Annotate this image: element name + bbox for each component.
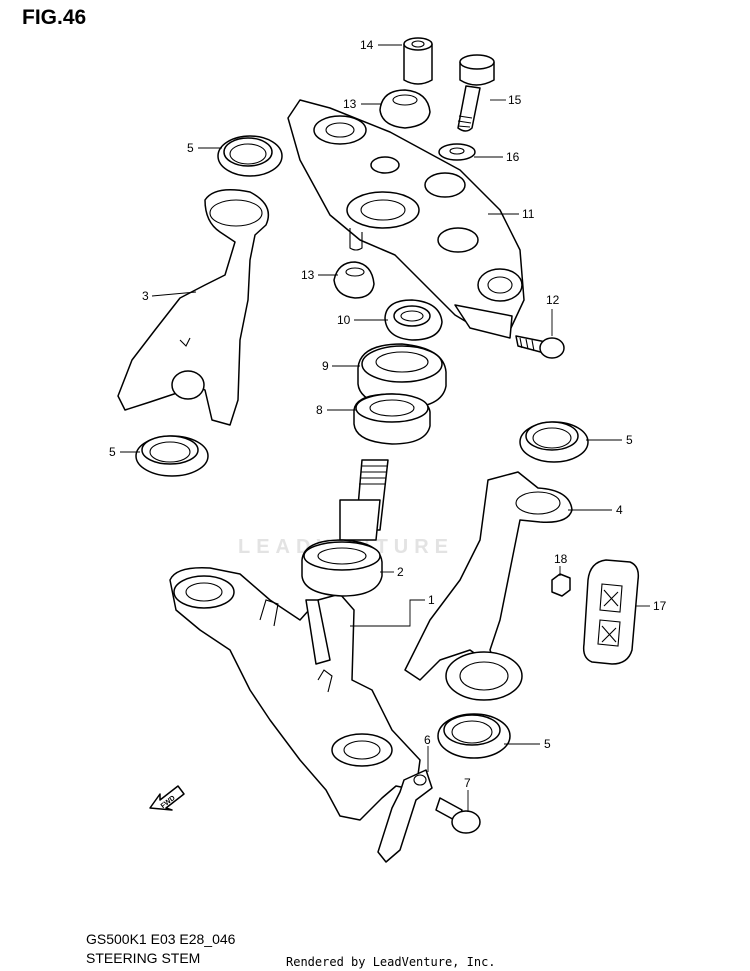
model-code: GS500K1 E03 E28_046 [86,931,236,947]
part-13-cap-upper[interactable] [379,89,431,129]
part-5-seal-mid-left[interactable] [135,435,209,477]
part-16-washer[interactable] [438,143,476,161]
callout-5-lower-right: 5 [544,737,551,751]
callout-9: 9 [322,359,329,373]
callout-14: 14 [360,38,374,52]
callout-4: 4 [616,503,623,517]
callout-1: 1 [428,593,435,607]
part-3-bracket-left[interactable] [117,189,270,426]
callout-12: 12 [546,293,560,307]
callout-7: 7 [464,776,471,790]
leader-lines [120,44,650,812]
callout-8: 8 [316,403,323,417]
callout-13-upper: 13 [343,97,357,111]
part-9-dust-cover[interactable] [357,343,447,409]
callout-3: 3 [142,289,149,303]
part-7-bolt[interactable] [435,797,481,834]
callout-2: 2 [397,565,404,579]
part-6-clamp[interactable] [377,769,433,863]
callout-5-upper-left: 5 [187,141,194,155]
part-4-bracket-right[interactable] [404,471,573,701]
callout-17: 17 [653,599,667,613]
part-14-spacer[interactable] [403,37,433,85]
part-18-nut[interactable] [551,573,571,597]
part-5-seal-upper-left[interactable] [217,135,283,177]
callout-11: 11 [522,207,535,221]
figure-title: FIG.46 [22,6,87,29]
part-1-steering-stem[interactable] [169,459,421,821]
part-11-upper-bracket[interactable] [287,99,525,339]
part-5-seal-mid-right[interactable] [519,421,589,463]
render-credit: Rendered by LeadVenture, Inc. [286,955,496,969]
part-13-cap-lower[interactable] [333,261,375,299]
forward-arrow-icon: FWD [149,785,185,811]
part-12-bolt[interactable] [515,335,565,359]
callout-10: 10 [337,313,351,327]
callout-6: 6 [424,733,431,747]
callout-18: 18 [554,552,568,566]
part-2-lower-bearing[interactable] [301,539,383,597]
part-8-bearing[interactable] [353,393,431,445]
part-10-stem-nut[interactable] [384,299,443,341]
assembly-name: STEERING STEM [86,950,201,966]
callout-5-mid-right: 5 [626,433,633,447]
callout-15: 15 [508,93,522,107]
callout-16: 16 [506,150,520,164]
callout-5-mid-left: 5 [109,445,116,459]
callout-13-lower: 13 [301,268,315,282]
part-15-bolt[interactable] [457,54,495,132]
part-17-reflector[interactable] [582,559,640,665]
part-5-seal-lower-right[interactable] [437,713,511,759]
